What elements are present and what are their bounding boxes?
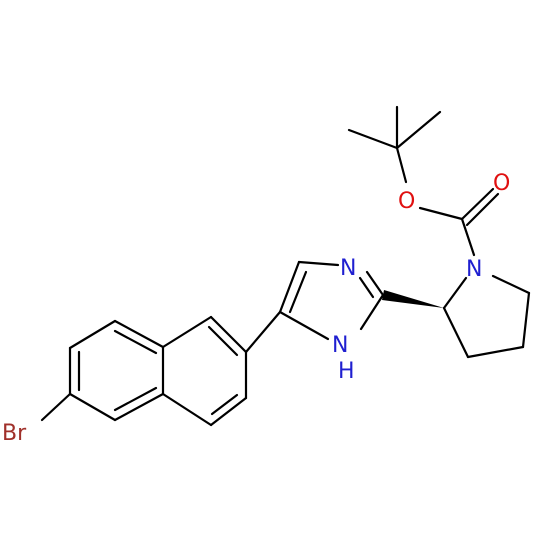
- bond-na-5: [209, 396, 248, 427]
- bond-c-o-double-b: [465, 192, 500, 227]
- bond-pyr-c4-c5: [521, 291, 531, 349]
- bond-nb-1-inner: [113, 329, 158, 355]
- naphthalene-ring-b: [68, 319, 165, 422]
- bond-im-c2-n3: [365, 270, 385, 297]
- bond-na-2: [161, 315, 213, 349]
- bond-im-c2-n3-inner: [358, 276, 375, 299]
- bond-im-n3-c4: [297, 260, 340, 267]
- pyrrolidine-ring: [442, 274, 531, 359]
- bond-pyr-n-c2: [442, 276, 468, 310]
- atom-label-imidazole-n1: N: [332, 333, 348, 358]
- bond-pyr-c3-c4: [466, 345, 525, 359]
- bond-o-c: [418, 206, 464, 221]
- atom-label-pyrrolidine-n: N: [466, 257, 482, 282]
- bond-im-naph: [244, 310, 282, 354]
- atom-label-imidazole-n: N: [340, 256, 356, 281]
- bond-c-o-double-a: [460, 187, 495, 221]
- bond-c-br: [40, 392, 72, 422]
- bond-pyr-c5-n: [491, 274, 531, 295]
- bond-im-c4-c5-inner: [288, 270, 308, 314]
- imidazole-ring: [278, 260, 385, 341]
- tert-butyl-group: [347, 105, 442, 184]
- atom-label-carbonyl-o: O: [493, 171, 510, 196]
- bond-nb-4: [68, 392, 117, 422]
- atom-label-imidazole-h: H: [338, 359, 355, 384]
- bond-im-c4-c5: [278, 260, 301, 314]
- atom-label-ester-o: O: [398, 189, 415, 214]
- naphthalene-ring-a: [161, 315, 248, 427]
- bond-na-1-inner: [207, 325, 239, 357]
- bond-nb-5: [113, 392, 165, 422]
- bond-pyr-c2-c3: [442, 306, 470, 359]
- atom-label-bromine: Br: [2, 421, 27, 446]
- bond-c-n: [460, 217, 476, 257]
- bond-na-5-inner: [210, 393, 239, 416]
- bond-tbu-3: [395, 110, 442, 150]
- carbamate-group: [418, 187, 500, 257]
- bond-na-4: [161, 392, 213, 427]
- bond-nb-5-inner: [113, 386, 158, 412]
- bond-tbu-o: [395, 146, 408, 184]
- stereo-wedge-bond: [382, 290, 444, 308]
- bond-im-c5-n1: [278, 310, 330, 341]
- bond-tbu-2: [347, 128, 399, 150]
- bond-im-n1-c2: [359, 293, 385, 331]
- bond-na-1: [209, 315, 248, 354]
- bond-nb-2: [68, 319, 117, 350]
- bond-nb-1: [113, 319, 165, 349]
